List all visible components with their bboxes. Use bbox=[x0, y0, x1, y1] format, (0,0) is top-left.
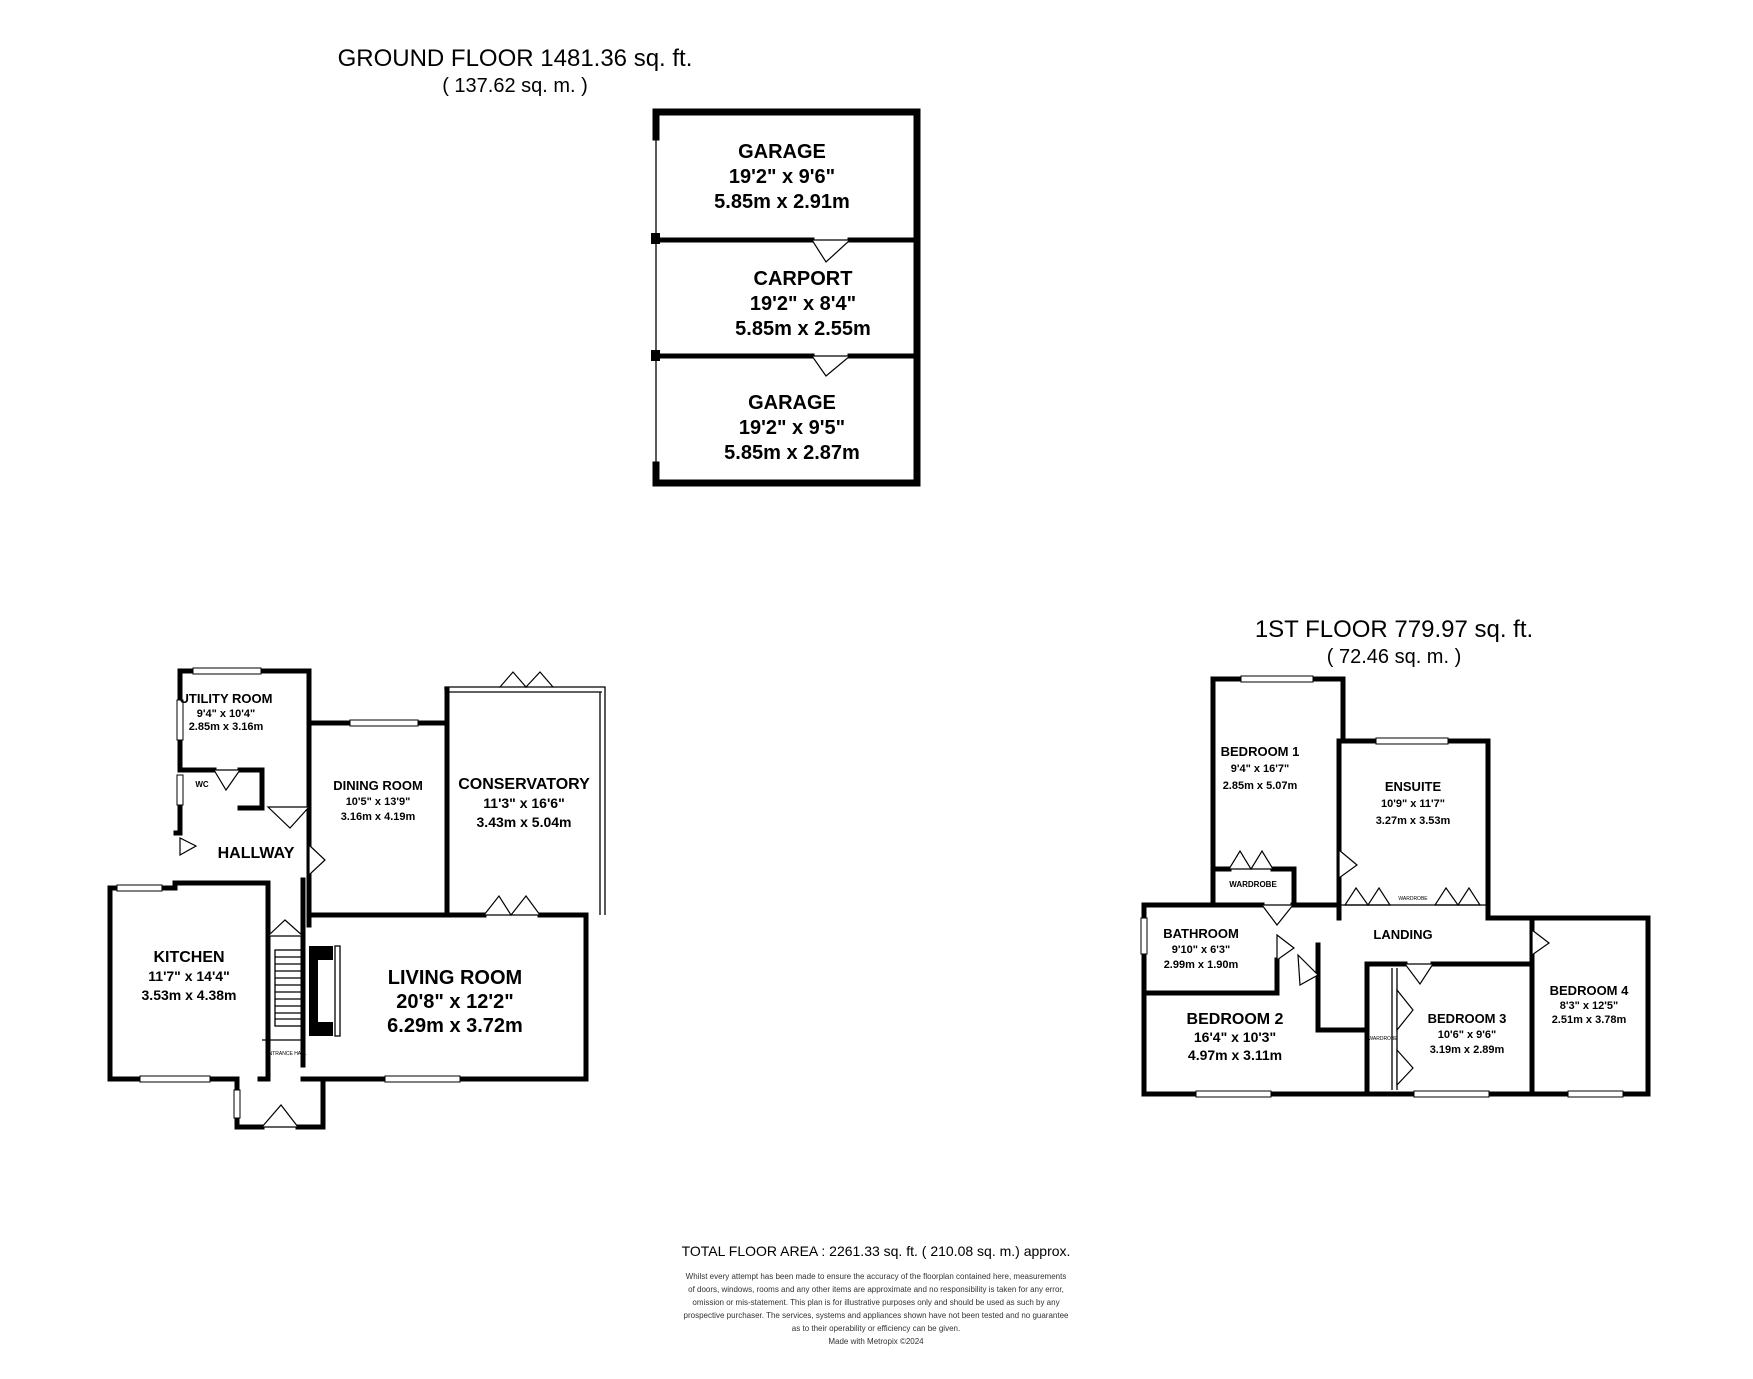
ground-floor-subheading: ( 137.62 sq. m. ) bbox=[442, 75, 588, 97]
ground-floor-heading: GROUND FLOOR 1481.36 sq. ft. bbox=[338, 45, 693, 72]
living-room-metric: 6.29m x 3.72m bbox=[387, 1015, 523, 1037]
garage-1-label: GARAGE bbox=[738, 141, 826, 163]
conservatory-imperial: 11'3" x 16'6" bbox=[483, 795, 564, 811]
disclaimer-line-5: as to their operability or efficiency ca… bbox=[792, 1324, 960, 1333]
utility-room-label: UTILITY ROOM bbox=[180, 691, 273, 706]
kitchen-imperial: 11'7" x 14'4" bbox=[148, 968, 229, 984]
carport-imperial: 19'2" x 8'4" bbox=[750, 293, 856, 315]
bedroom-2-label: BEDROOM 2 bbox=[1187, 1011, 1284, 1028]
first-floor-heading: 1ST FLOOR 779.97 sq. ft. bbox=[1255, 616, 1533, 643]
garage-1-imperial: 19'2" x 9'6" bbox=[729, 166, 835, 188]
wardrobe-label: WARDROBE bbox=[1229, 880, 1277, 889]
kitchen-metric: 3.53m x 4.38m bbox=[142, 987, 237, 1003]
disclaimer-line-3: omission or mis-statement. This plan is … bbox=[692, 1298, 1059, 1307]
living-room-imperial: 20'8" x 12'2" bbox=[396, 991, 513, 1013]
living-room-label: LIVING ROOM bbox=[388, 967, 522, 989]
kitchen-label: KITCHEN bbox=[153, 949, 224, 966]
garage-2-imperial: 19'2" x 9'5" bbox=[739, 417, 845, 439]
landing-label: LANDING bbox=[1373, 927, 1432, 942]
entrance-hall-label: ENTRANCE HALL bbox=[265, 1051, 307, 1057]
garage-2-metric: 5.85m x 2.87m bbox=[724, 442, 860, 464]
bedroom-3-wardrobe-label: WARDROBE bbox=[1368, 1036, 1398, 1042]
first-floor-subheading: ( 72.46 sq. m. ) bbox=[1327, 646, 1462, 668]
dining-room-imperial: 10'5" x 13'9" bbox=[346, 796, 411, 808]
conservatory-label: CONSERVATORY bbox=[458, 776, 590, 793]
bedroom-2-imperial: 16'4" x 10'3" bbox=[1194, 1029, 1276, 1045]
first-floor-house bbox=[1140, 675, 1651, 1098]
bathroom-imperial: 9'10" x 6'3" bbox=[1172, 944, 1230, 956]
garage-2-label: GARAGE bbox=[748, 392, 836, 414]
carport-metric: 5.85m x 2.55m bbox=[735, 318, 871, 340]
ensuite-metric: 3.27m x 3.53m bbox=[1376, 815, 1451, 827]
ground-floor-house bbox=[107, 667, 606, 1130]
utility-room-metric: 2.85m x 3.16m bbox=[189, 721, 264, 733]
staircase bbox=[274, 949, 304, 1027]
bedroom-3-metric: 3.19m x 2.89m bbox=[1430, 1044, 1505, 1056]
hallway-label: HALLWAY bbox=[218, 845, 295, 862]
ensuite-wardrobe-label: WARDROBE bbox=[1398, 896, 1428, 902]
disclaimer-line-2: of doors, windows, rooms and any other i… bbox=[688, 1285, 1064, 1294]
total-floor-area: TOTAL FLOOR AREA : 2261.33 sq. ft. ( 210… bbox=[682, 1243, 1071, 1259]
ensuite-label: ENSUITE bbox=[1385, 779, 1442, 794]
bedroom-1-imperial: 9'4" x 16'7" bbox=[1231, 763, 1289, 775]
conservatory-metric: 3.43m x 5.04m bbox=[477, 814, 572, 830]
bedroom-4-metric: 2.51m x 3.78m bbox=[1552, 1014, 1627, 1026]
bedroom-1-label: BEDROOM 1 bbox=[1221, 744, 1300, 759]
bedroom-3-label: BEDROOM 3 bbox=[1428, 1011, 1507, 1026]
garage-block bbox=[651, 108, 921, 487]
credit-line: Made with Metropix ©2024 bbox=[828, 1337, 924, 1346]
bedroom-1-metric: 2.85m x 5.07m bbox=[1223, 780, 1298, 792]
disclaimer-line-1: Whilst every attempt has been made to en… bbox=[686, 1272, 1067, 1281]
ensuite-imperial: 10'9" x 11'7" bbox=[1381, 798, 1445, 810]
garage-1-metric: 5.85m x 2.91m bbox=[714, 191, 850, 213]
bedroom-4-label: BEDROOM 4 bbox=[1550, 983, 1630, 998]
bedroom-2-metric: 4.97m x 3.11m bbox=[1188, 1047, 1282, 1063]
carport-label: CARPORT bbox=[754, 268, 853, 290]
bathroom-metric: 2.99m x 1.90m bbox=[1164, 959, 1239, 971]
disclaimer-line-4: prospective purchaser. The services, sys… bbox=[684, 1311, 1070, 1320]
bathroom-label: BATHROOM bbox=[1163, 926, 1239, 941]
bedroom-4-imperial: 8'3" x 12'5" bbox=[1560, 1000, 1618, 1012]
bedroom-3-imperial: 10'6" x 9'6" bbox=[1438, 1029, 1496, 1041]
utility-room-imperial: 9'4" x 10'4" bbox=[197, 708, 255, 720]
wc-label: WC bbox=[195, 780, 209, 789]
dining-room-metric: 3.16m x 4.19m bbox=[341, 811, 416, 823]
dining-room-label: DINING ROOM bbox=[333, 778, 423, 793]
